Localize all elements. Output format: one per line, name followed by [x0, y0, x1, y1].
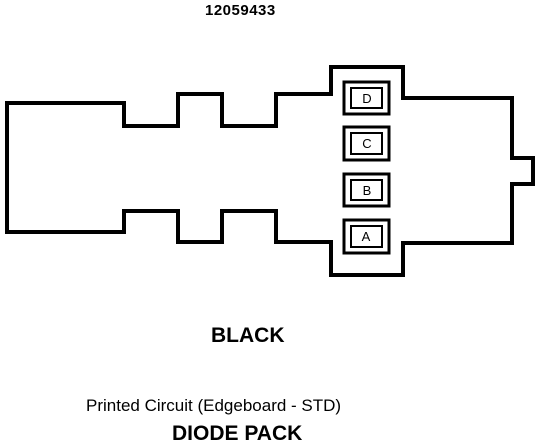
pin-cavity-c: C — [342, 125, 391, 162]
pin-label-b: B — [363, 183, 372, 198]
pin-cavity-b: B — [342, 172, 391, 208]
connector-diagram: D C B A — [5, 65, 535, 277]
connector-color-label: BLACK — [211, 324, 285, 347]
pin-label-a: A — [362, 229, 371, 244]
pin-label-c: C — [362, 136, 371, 151]
connector-description: Printed Circuit (Edgeboard - STD) — [86, 396, 342, 415]
part-number: 12059433 — [205, 2, 276, 19]
pin-cavity-a: A — [342, 218, 391, 255]
component-name: DIODE PACK — [172, 422, 303, 445]
connector-body-outline — [5, 65, 535, 277]
pin-cavity-d: D — [342, 80, 391, 116]
pin-label-d: D — [362, 91, 371, 106]
